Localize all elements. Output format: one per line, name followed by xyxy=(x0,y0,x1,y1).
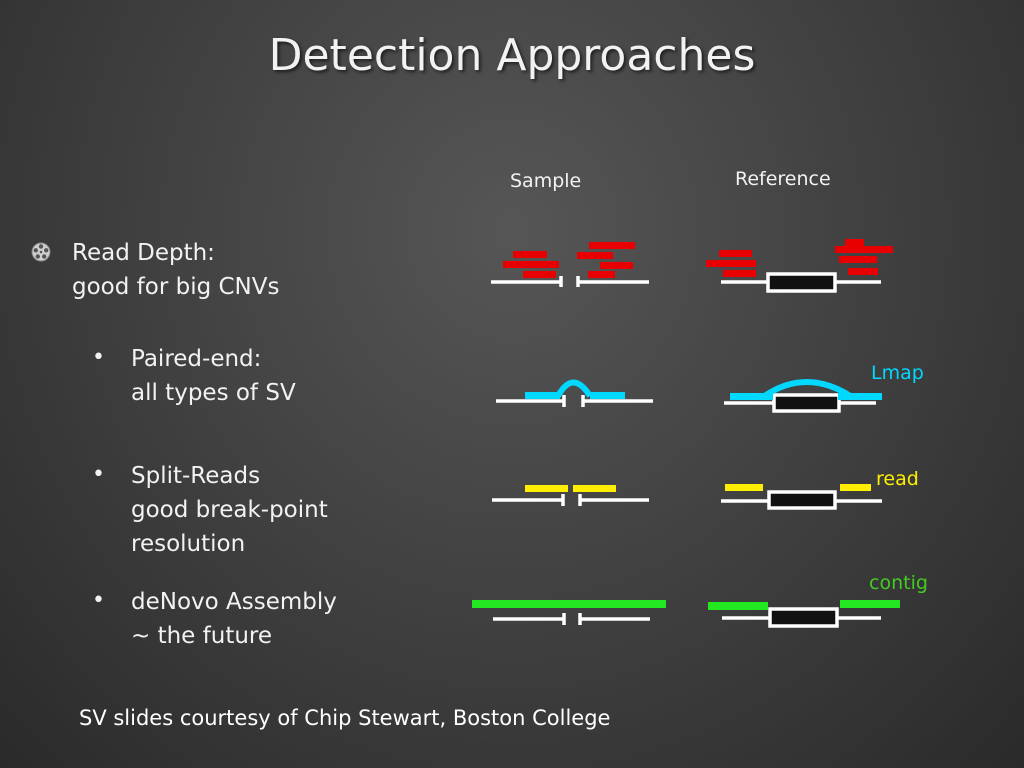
paired-end-reference xyxy=(724,379,882,413)
paired-end-reference-pair xyxy=(730,393,882,400)
read-depth-sample-reads xyxy=(503,242,635,278)
split-reads-desc-2: resolution xyxy=(131,531,246,557)
bullet-denovo: deNovo Assembly ~ the future xyxy=(131,585,337,653)
split-reads-desc-1: good break-point xyxy=(131,497,328,523)
read-depth-desc: good for big CNVs xyxy=(72,274,280,300)
film-reel-icon xyxy=(31,242,51,262)
genome-line xyxy=(491,276,649,287)
paired-end-arc xyxy=(761,379,854,400)
reference-column-label: Reference xyxy=(735,168,831,190)
read-depth-title: Read Depth: xyxy=(72,240,215,266)
contig-pieces xyxy=(708,600,900,610)
insert-box xyxy=(772,393,841,413)
bullet-paired-end: Paired-end: all types of SV xyxy=(131,342,296,410)
denovo-desc: ~ the future xyxy=(131,623,273,649)
split-read-pieces xyxy=(525,485,616,492)
bullet-dot: • xyxy=(92,588,105,613)
paired-end-title: Paired-end: xyxy=(131,346,262,372)
split-reads-reference xyxy=(721,484,882,510)
split-reads-sample xyxy=(492,485,649,506)
paired-end-arc xyxy=(555,379,593,398)
lmap-label: Lmap xyxy=(871,362,924,384)
denovo-title: deNovo Assembly xyxy=(131,589,337,615)
bullet-read-depth: Read Depth: good for big CNVs xyxy=(72,236,279,304)
bullet-dot: • xyxy=(92,345,105,370)
paired-end-sample xyxy=(496,379,653,407)
read-depth-sample xyxy=(491,242,649,287)
read-depth-reference xyxy=(706,239,893,293)
insert-box xyxy=(768,607,839,628)
contig-label: contig xyxy=(869,572,928,594)
insert-box xyxy=(766,272,837,293)
read-depth-reference-reads xyxy=(706,239,893,277)
split-reads-title: Split-Reads xyxy=(131,463,261,489)
denovo-sample xyxy=(472,600,666,625)
insert-box xyxy=(767,490,837,510)
sample-column-label: Sample xyxy=(510,170,582,192)
bullet-dot: • xyxy=(92,462,105,487)
bullet-split-reads: Split-Reads good break-point resolution xyxy=(131,459,328,561)
read-label: read xyxy=(876,468,919,490)
split-read-pieces xyxy=(725,484,871,491)
slide-title: Detection Approaches xyxy=(268,30,756,81)
footer-credit: SV slides courtesy of Chip Stewart, Bost… xyxy=(79,706,611,730)
denovo-reference xyxy=(708,600,900,628)
paired-end-sample-pair xyxy=(525,392,625,399)
paired-end-desc: all types of SV xyxy=(131,380,296,406)
contig-bar xyxy=(472,600,666,608)
